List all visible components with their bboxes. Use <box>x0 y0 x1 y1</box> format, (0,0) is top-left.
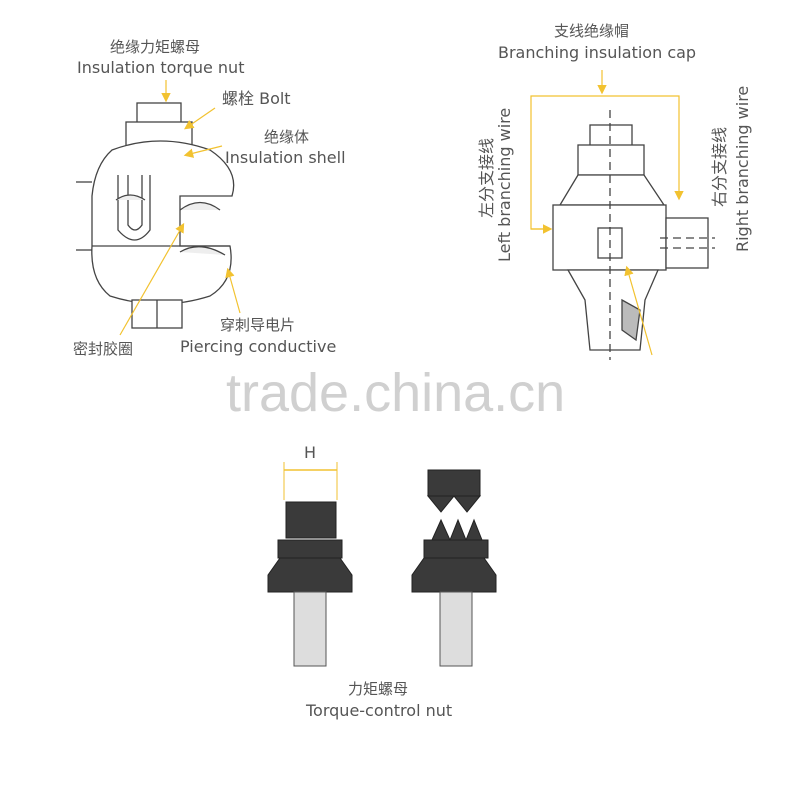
bolt-label: 螺栓 Bolt <box>222 89 291 108</box>
torque-control-label-en: Torque-control nut <box>306 701 453 720</box>
right-wire-stub <box>665 217 709 269</box>
left-wire-label-en: Left branching wire <box>495 107 514 262</box>
torque-nut-label-en: Insulation torque nut <box>77 58 245 77</box>
seal-label-cn: 密封胶圈 <box>73 340 134 358</box>
shell-label-en: Insulation shell <box>225 148 346 167</box>
left-wire-label-cn: 左分支接线 <box>477 137 496 218</box>
shell-label-cn: 绝缘体 <box>264 128 310 146</box>
dimension-label: H <box>304 443 317 462</box>
insulation-shell <box>91 140 235 305</box>
connector-cross-section <box>76 102 235 329</box>
cap-label-cn: 支线绝缘帽 <box>554 22 630 40</box>
branching-connector <box>552 110 715 360</box>
torque-nut-sheared <box>411 469 497 667</box>
watermark: trade.china.cn <box>226 363 566 423</box>
diagram1-arrows <box>119 80 241 336</box>
torque-nut-intact <box>267 462 353 667</box>
torque-nut-label-cn: 绝缘力矩螺母 <box>110 38 201 56</box>
piercing-label-cn: 穿刺导电片 <box>220 316 296 334</box>
cap-label-en: Branching insulation cap <box>498 43 697 62</box>
torque-nut-top <box>136 102 182 124</box>
diagram2-arrows <box>530 70 684 356</box>
right-wire-label-en: Right branching wire <box>733 85 752 252</box>
right-wire-label-cn: 右分支接线 <box>710 126 729 207</box>
torque-control-label-cn: 力矩螺母 <box>348 680 409 698</box>
piercing-label-en: Piercing conductive <box>180 337 337 356</box>
